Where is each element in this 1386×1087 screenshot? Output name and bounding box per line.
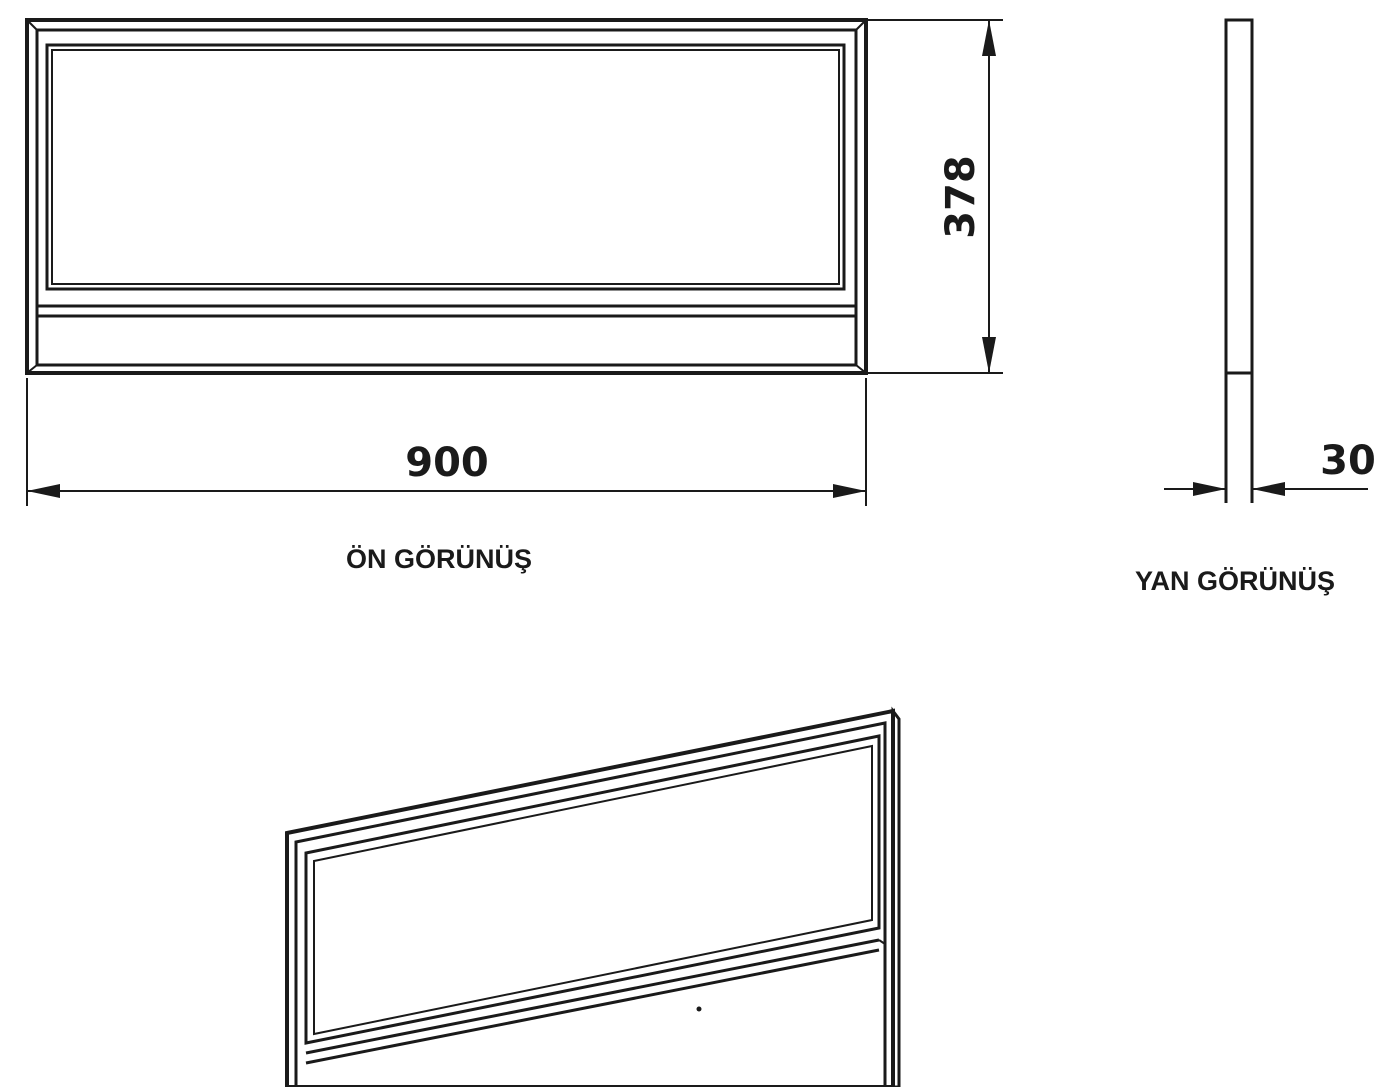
iso-frame-outer [285, 708, 895, 1087]
front-mirror-panel-outer [45, 43, 846, 291]
iso-shelf-front [305, 948, 880, 1065]
side-view-label: YAN GÖRÜNÜŞ [1135, 566, 1335, 596]
iso-frame-bevel [294, 721, 887, 1087]
iso-sensor-dot [696, 1006, 702, 1012]
depth-dimension-value: 30 [1320, 438, 1376, 484]
front-mirror-panel-inner [51, 49, 840, 285]
height-arrow-bottom [982, 337, 996, 373]
front-frame-outer [25, 18, 868, 375]
front-view: 900 378 ÖN GÖRÜNÜŞ [25, 18, 1003, 574]
bevel-corner-bl [26, 364, 38, 374]
width-arrow-left [27, 484, 60, 498]
bevel-corner-br [855, 364, 867, 374]
front-frame-bevel [35, 28, 858, 367]
depth-arrow-right [1252, 482, 1285, 496]
width-arrow-right [833, 484, 866, 498]
iso-frame-side [891, 706, 901, 1087]
height-dimension-value: 378 [938, 155, 984, 239]
side-profile [1224, 18, 1254, 375]
isometric-view [285, 706, 901, 1087]
width-dimension-value: 900 [405, 440, 489, 486]
front-view-label: ÖN GÖRÜNÜŞ [346, 544, 532, 574]
bevel-corner-tl [26, 19, 38, 31]
iso-shelf-end [878, 939, 886, 945]
iso-mirror-panel-outer [304, 734, 881, 1045]
side-view: 30 YAN GÖRÜNÜŞ [1135, 18, 1376, 596]
iso-mirror-panel-inner [313, 744, 873, 1036]
iso-shelf-top [305, 938, 880, 1055]
depth-arrow-left [1193, 482, 1226, 496]
bevel-corner-tr [855, 19, 867, 31]
height-arrow-top [982, 20, 996, 56]
